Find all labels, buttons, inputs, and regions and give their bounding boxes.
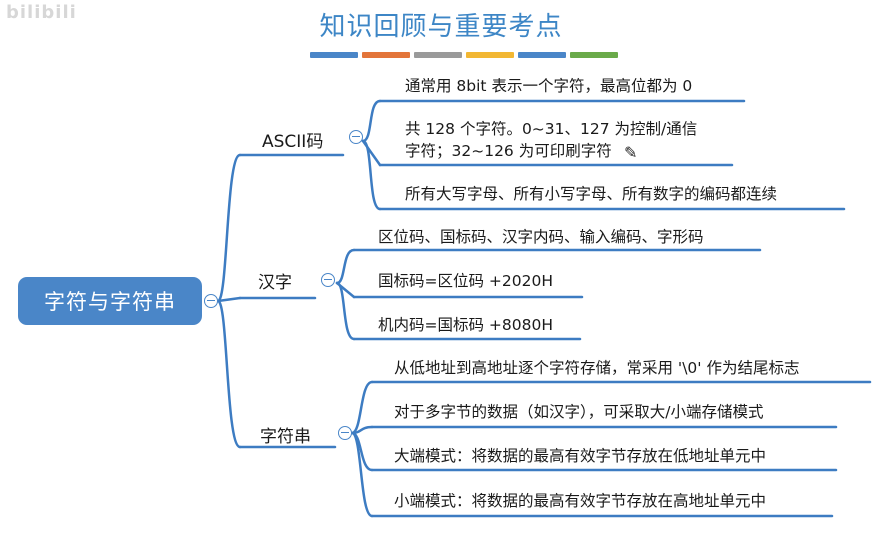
color-bar-3 [414, 52, 462, 58]
pen-cursor-icon: ✎ [624, 143, 638, 162]
leaf-hanzi-2[interactable]: 国标码=区位码 +2020H [378, 272, 554, 290]
branch-string-label[interactable]: 字符串 [260, 427, 311, 447]
bilibili-watermark: bilibili [6, 2, 77, 23]
branch-ascii-label[interactable]: ASCII码 [262, 132, 324, 152]
color-bar-4 [466, 52, 514, 58]
collapse-root-icon[interactable] [204, 294, 218, 308]
connector-ascii-3 [361, 139, 382, 211]
leaf-ascii-2-line-1[interactable]: 共 128 个字符。0~31、127 为控制/通信 [405, 120, 698, 138]
connector-string-4 [350, 431, 374, 518]
leaf-ascii-1[interactable]: 通常用 8bit 表示一个字符，最高位都为 0 [405, 77, 693, 95]
leaf-hanzi-1[interactable]: 区位码、国标码、汉字内码、输入编码、字形码 [378, 228, 704, 246]
connector-ascii-1 [361, 99, 382, 143]
color-bar-1 [310, 52, 358, 58]
collapse-ascii-icon[interactable] [349, 130, 363, 144]
leaf-string-2[interactable]: 对于多字节的数据（如汉字），可采取大/小端存储模式 [394, 403, 764, 421]
collapse-string-icon[interactable] [338, 426, 352, 440]
leaf-string-3[interactable]: 大端模式：将数据的最高有效字节存放在低地址单元中 [394, 447, 767, 465]
connector-root-ascii [216, 153, 242, 303]
connector-hanzi-3 [335, 281, 356, 341]
leaf-string-4[interactable]: 小端模式：将数据的最高有效字节存放在高地址单元中 [394, 492, 767, 510]
leaf-ascii-3[interactable]: 所有大写字母、所有小写字母、所有数字的编码都连续 [405, 185, 778, 203]
color-bar-6 [570, 52, 618, 58]
color-bar-2 [362, 52, 410, 58]
connector-hanzi-1 [335, 248, 356, 285]
color-bar-5 [518, 52, 566, 58]
leaf-ascii-2-line-2[interactable]: 字符；32~126 为可印刷字符 [405, 142, 612, 160]
collapse-hanzi-icon[interactable] [321, 273, 335, 287]
leaf-hanzi-3[interactable]: 机内码=国标码 +8080H [378, 316, 554, 334]
leaf-string-1[interactable]: 从低地址到高地址逐个字符存储，常采用 '\0' 作为结尾标志 [394, 359, 800, 377]
page-title: 知识回顾与重要考点 [319, 12, 563, 42]
root-node[interactable]: 字符与字符串 [18, 277, 202, 325]
connector-root-string [216, 299, 242, 449]
connector-string-1 [350, 380, 374, 435]
branch-hanzi-label[interactable]: 汉字 [258, 273, 292, 293]
connector-root-hanzi [216, 296, 242, 303]
